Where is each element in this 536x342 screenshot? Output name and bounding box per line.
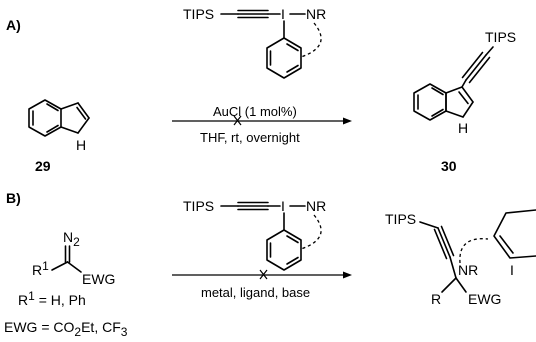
product-b: TIPS NR R EWG I xyxy=(385,209,536,307)
product-tips-label: TIPS xyxy=(485,29,516,45)
panel-b: B) TIPS I NR N2 R1 EWG xyxy=(4,190,536,339)
product-30-number: 30 xyxy=(441,158,457,174)
panel-a-label: A) xyxy=(6,17,21,33)
product-30: TIPS H 30 xyxy=(413,29,516,174)
diazo-substrate: N2 R1 EWG R1 = H, Ph EWG = CO2Et, CF3 xyxy=(4,229,128,339)
panel-b-label: B) xyxy=(6,190,21,206)
product-b-ring-tether xyxy=(459,238,489,264)
reaction-arrow-a: AuCl (1 mol%) THF, rt, overnight xyxy=(172,104,352,145)
product-b-r-label: R xyxy=(431,291,441,307)
conditions-b: metal, ligand, base xyxy=(201,285,310,300)
ewg-definition: EWG = CO2Et, CF3 xyxy=(4,319,128,339)
reaction-arrow-b: metal, ligand, base xyxy=(172,269,352,300)
product-b-nr-label: NR xyxy=(458,262,478,278)
reagent-b-nr-label: NR xyxy=(306,198,326,214)
product-b-ewg-label: EWG xyxy=(468,291,501,307)
reagent-iodine-label: I xyxy=(281,6,285,22)
reagent-nr-label: NR xyxy=(306,6,326,22)
arrow-a-head xyxy=(343,117,352,125)
reagent-ring-tether xyxy=(300,22,322,58)
panel-a-reagent: TIPS I NR xyxy=(183,6,326,79)
product-b-aryl-ring xyxy=(493,209,536,259)
product-nh-label: H xyxy=(458,120,468,136)
reagent-b-benzene-ring xyxy=(266,229,302,271)
product-benzene-ring xyxy=(413,83,447,121)
diazo-r1-label: R1 xyxy=(32,259,49,278)
panel-a: A) TIPS I NR xyxy=(6,6,516,174)
reagent-b-iodine-label: I xyxy=(281,198,285,214)
diazo-ewg-label: EWG xyxy=(82,271,115,287)
product-triple-bond xyxy=(465,54,487,81)
indole-29: H 29 xyxy=(28,99,90,174)
conditions-a-bottom: THF, rt, overnight xyxy=(200,130,300,145)
diazo-n2-label: N2 xyxy=(63,229,80,249)
r1-definition: R1 = H, Ph xyxy=(18,289,86,308)
product-b-triple-bond xyxy=(437,227,451,258)
panel-b-reagent: TIPS I NR xyxy=(183,198,326,271)
conditions-a-top: AuCl (1 mol%) xyxy=(213,104,297,119)
reagent-tips-label: TIPS xyxy=(183,6,214,22)
reagent-b-tips-label: TIPS xyxy=(183,198,214,214)
reagent-benzene-ring xyxy=(266,37,302,79)
arrow-b-head xyxy=(343,271,352,279)
substrate-29-number: 29 xyxy=(35,158,51,174)
reagent-b-ring-tether xyxy=(300,214,322,250)
indole-nh-label: H xyxy=(76,137,86,153)
product-b-tips-label: TIPS xyxy=(385,211,416,227)
product-b-iodine-label: I xyxy=(510,262,514,278)
